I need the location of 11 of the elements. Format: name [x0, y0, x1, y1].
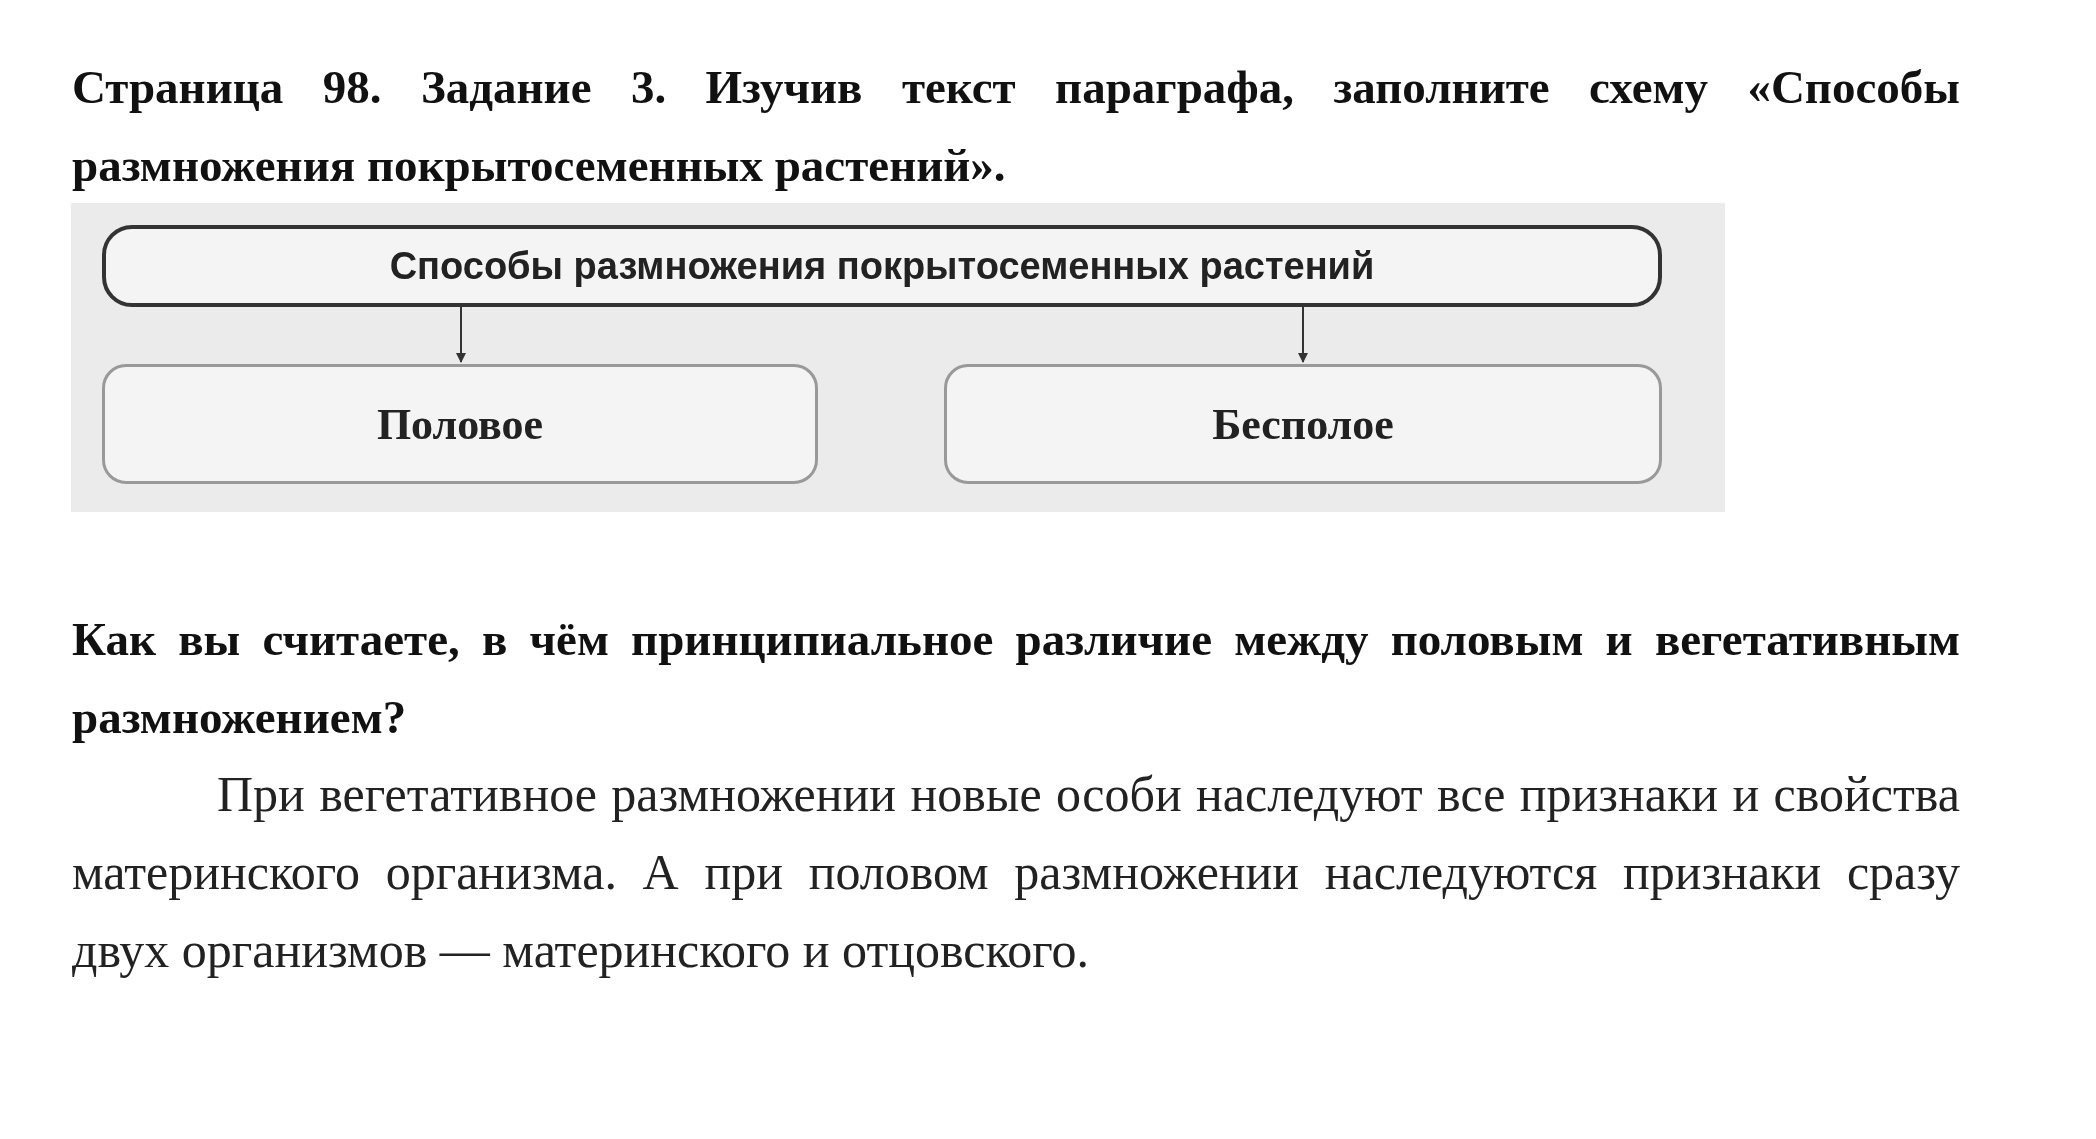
arrow: [456, 306, 466, 363]
box-label: Бесполое: [1212, 398, 1394, 450]
title: Страница 98. Задание 3. Изучив текст параграфа, заполните схему «Способы размножения покрытосеменных растений».: [72, 60, 1960, 193]
question-text: Как вы считаете, в чём принципиальное различие между половым и вегетативным размножением?: [72, 612, 1960, 745]
answer-text: При вегетативное размножении новые особи наследуют все признаки и свойства материнского организма. А при половом размножении наследуются признаки сразу двух организмов — материнского и отцовского.: [72, 765, 1960, 980]
box-label: Способы размножения покрытосеменных растений: [389, 244, 1375, 288]
scheme-box: [102, 225, 1662, 307]
scheme-box: [944, 364, 1662, 484]
arrow: [1298, 306, 1308, 363]
box-label: Половое: [376, 398, 544, 450]
scheme-box: [102, 364, 818, 484]
